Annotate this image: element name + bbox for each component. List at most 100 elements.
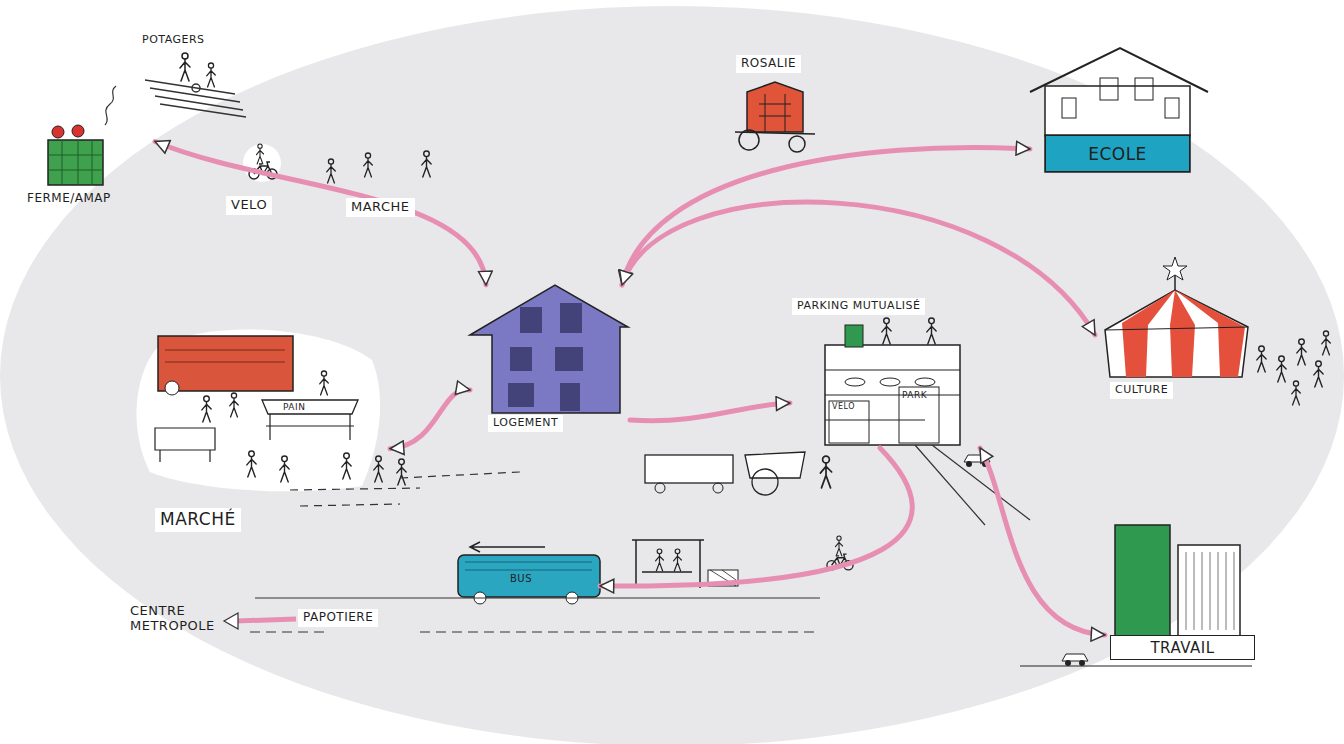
potagers-drawing [180, 53, 190, 81]
parking-roads [966, 461, 972, 467]
housing-building [510, 347, 532, 371]
market-drawing [342, 453, 351, 479]
crowd [1322, 331, 1331, 355]
bus-drawing [458, 542, 600, 604]
parking-roads [915, 445, 1030, 525]
parking-building [825, 345, 960, 445]
school-building [1062, 98, 1076, 118]
mobility-arrow [155, 142, 486, 286]
place-label: FERME/AMAP [27, 192, 111, 206]
potagers-drawing [145, 53, 246, 117]
housing-building [508, 383, 534, 407]
map-label: MARCHE [346, 198, 415, 217]
market-drawing [374, 456, 383, 482]
market-drawing [397, 459, 406, 485]
parking-node: PARKING MUTUALISÉVELOPARK [790, 298, 990, 448]
housing-node: LOGEMENT [470, 285, 630, 435]
carts [752, 469, 778, 495]
potagers-drawing [145, 80, 246, 117]
crowd [1314, 361, 1323, 387]
work-buildings [1020, 665, 1252, 666]
mobility-arrow [390, 390, 470, 449]
market-drawing [262, 400, 358, 414]
circus-tent [1170, 290, 1195, 377]
parking-building [845, 378, 865, 386]
walkers [327, 159, 336, 183]
farm-node: FERME/AMAP [25, 110, 155, 215]
parking-building [927, 318, 936, 344]
market-drawing [266, 414, 354, 440]
parking-building [899, 387, 939, 443]
rosalie-cart [789, 136, 805, 152]
carts [645, 452, 832, 495]
carts [655, 483, 665, 493]
housing-building [560, 303, 582, 333]
school-building [1100, 78, 1118, 100]
circus-tent [1105, 290, 1248, 377]
circus-tent [1163, 257, 1187, 280]
map-label: PAPOTIERE [298, 609, 378, 627]
work-buildings [1115, 525, 1170, 637]
mobility-arrow [630, 403, 790, 421]
ground-ellipse [0, 6, 1344, 744]
metropole-arrow [224, 613, 296, 629]
work-buildings [1079, 660, 1085, 666]
circus-tent [1122, 290, 1175, 377]
roads [250, 631, 820, 632]
housing-building [520, 307, 542, 333]
bike-icon [256, 144, 263, 164]
housing-building [555, 347, 583, 371]
farm-crate [52, 126, 64, 138]
market-drawing [137, 329, 381, 491]
mobility-arrow [980, 448, 1105, 635]
metropole-arrow [224, 613, 238, 629]
farm-crate [48, 140, 103, 185]
metropole-arrow [236, 619, 296, 621]
work-node: TRAVAIL [1105, 515, 1260, 665]
market-drawing [280, 456, 289, 482]
circus-tent [1175, 290, 1245, 377]
market-drawing [165, 381, 179, 395]
carts [645, 455, 733, 483]
potagers-drawing [192, 84, 200, 92]
carts [713, 483, 723, 493]
crowd [1277, 356, 1286, 382]
place-label: CULTURE [1110, 382, 1173, 399]
culture-node: CULTURE [1095, 265, 1255, 405]
market-drawing [230, 393, 239, 417]
circus-tent [1105, 327, 1248, 330]
market-drawing [165, 350, 285, 362]
work-buildings [1178, 545, 1240, 637]
place-label: LOGEMENT [488, 415, 563, 432]
place-label: MARCHÉ [155, 508, 241, 532]
map-label: ROSALIE [736, 55, 801, 73]
place-label: PARKING MUTUALISÉ [792, 298, 925, 315]
school-building [1045, 135, 1190, 172]
rosalie-cart [759, 94, 791, 132]
farm-crate [72, 125, 84, 137]
school-node: ECOLE [1030, 45, 1208, 175]
place-label: ECOLE [1045, 135, 1190, 172]
parking-building [825, 370, 960, 420]
parking-building [845, 325, 863, 347]
market-drawing [155, 428, 215, 462]
bus-shelter [656, 549, 664, 571]
bus-shelter [632, 540, 738, 588]
market-node: MARCHÉPAIN [140, 325, 390, 550]
circus-tent [1105, 257, 1248, 377]
rosalie-cart [735, 82, 815, 152]
place-label: BUS [510, 573, 532, 585]
parking-building [880, 378, 900, 386]
bus-shelter [632, 540, 704, 588]
parking-building [829, 401, 869, 443]
school-building [1135, 78, 1153, 100]
map-label: CENTRE METROPOLE [130, 604, 230, 634]
parking-building [825, 318, 960, 445]
mobility-arrow [622, 202, 1095, 335]
crowd [1297, 339, 1306, 365]
market-drawing [158, 336, 293, 391]
work-buildings [1065, 660, 1071, 666]
ground-ellipse [0, 6, 1344, 744]
bus-drawing [458, 555, 600, 597]
